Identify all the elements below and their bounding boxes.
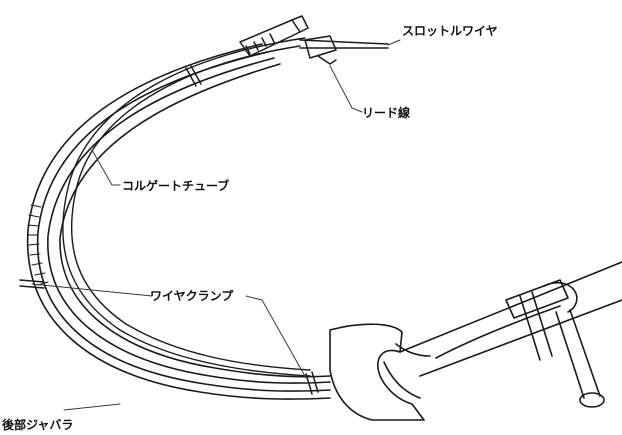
- leader-corrugated-tube: [91, 149, 121, 186]
- wire-clamp-lower: [305, 371, 319, 395]
- leader-wire-clamp-lower: [245, 295, 307, 379]
- leader-lead-wire: [329, 65, 363, 113]
- wire-loop-lower: [62, 37, 311, 377]
- leader-throttle-wire: [387, 39, 401, 46]
- throttle-connector: [239, 15, 389, 65]
- leader-lines: [31, 39, 401, 411]
- wire-clamp-upper: [185, 65, 202, 87]
- leader-rear-bellows: [63, 403, 121, 411]
- label-throttle-wire: スロットルワイヤ: [402, 24, 498, 38]
- label-rear-bellows: 後部ジャバラ: [2, 418, 74, 432]
- label-wire-clamp: ワイヤクランプ: [150, 289, 234, 303]
- handlebar: [399, 261, 622, 408]
- leader-wire-clamp-left: [31, 283, 153, 297]
- label-lead-wire: リード線: [362, 106, 411, 120]
- corrugated-tube: [26, 43, 331, 400]
- mount-bracket: [329, 323, 431, 421]
- label-corrugated-tube: コルゲートチューブ: [122, 179, 230, 193]
- wire-clamp-left: [19, 279, 45, 289]
